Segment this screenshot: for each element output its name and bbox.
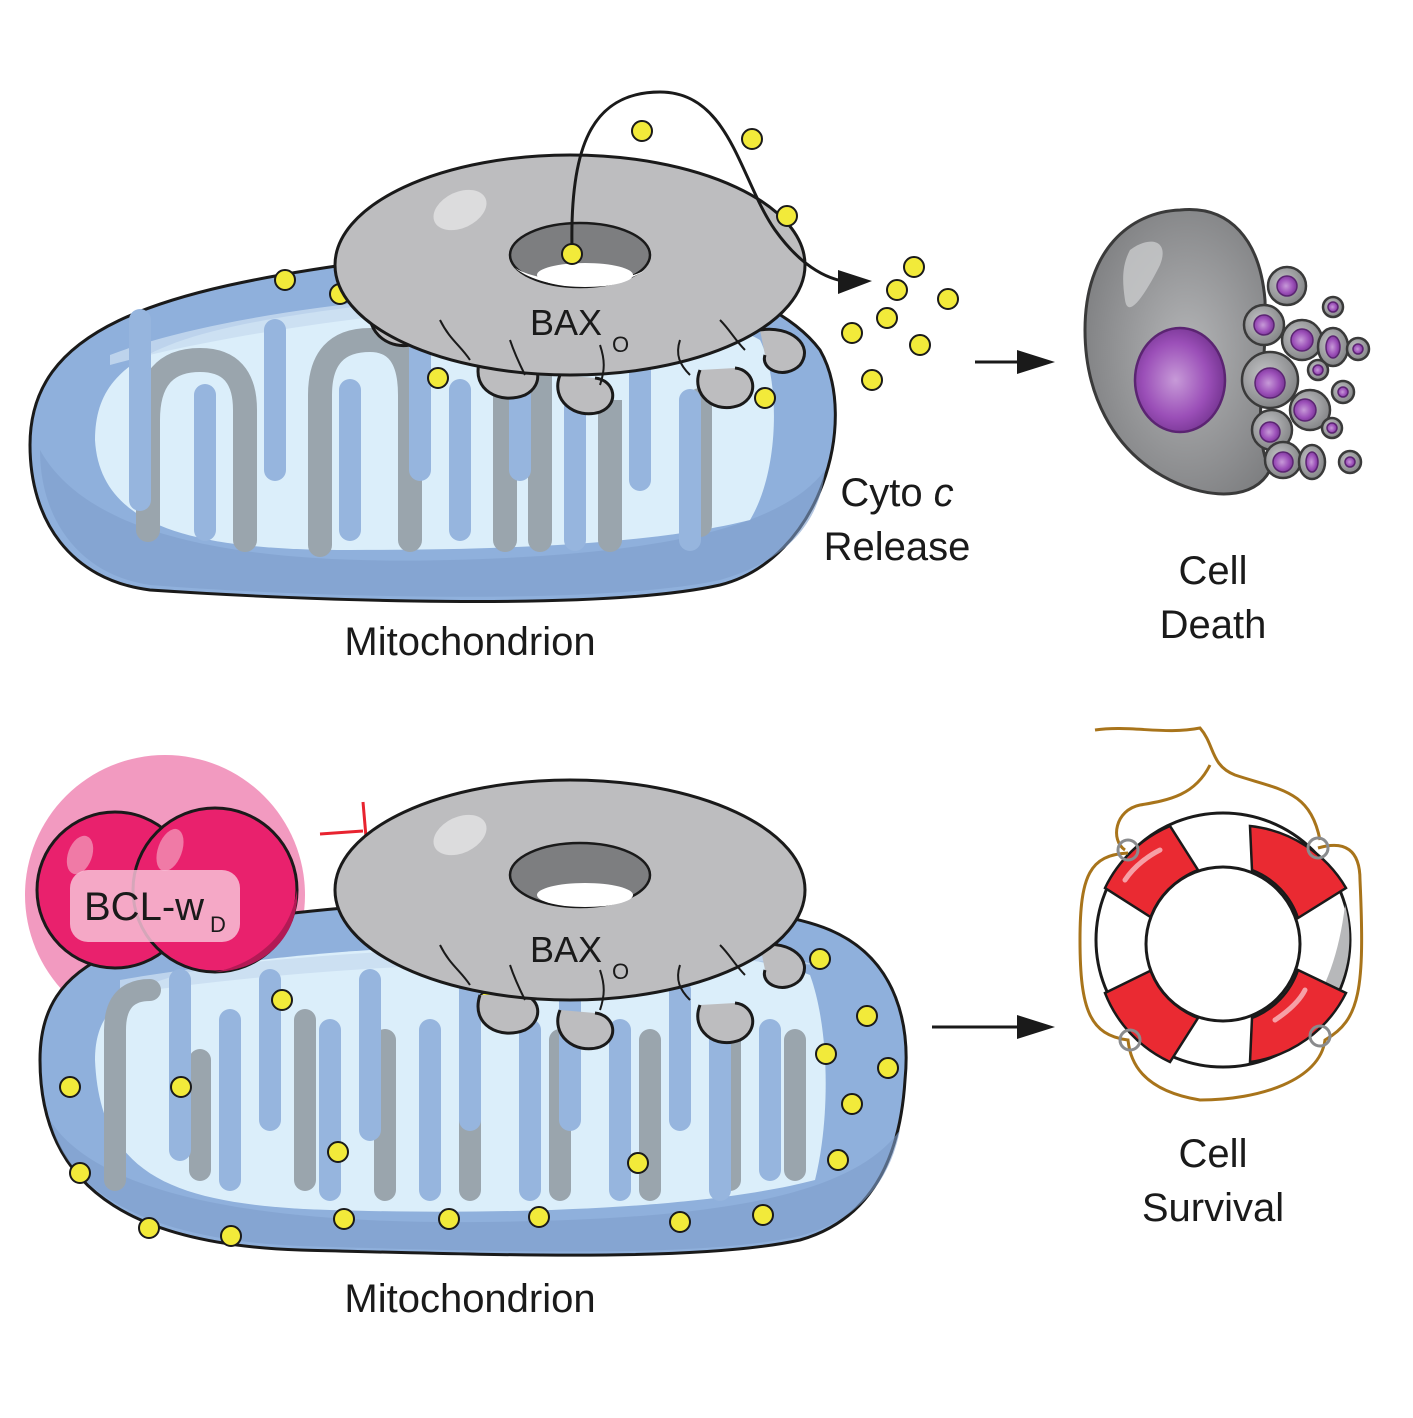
cell-death-label-line2: Death bbox=[1160, 603, 1267, 647]
arrow-to-cell-death bbox=[975, 350, 1055, 374]
bax-subscript-bottom: O bbox=[612, 959, 629, 984]
released-cyto-c-particles bbox=[631, 120, 959, 391]
bax-oligomer-bottom: BAX O bbox=[333, 778, 807, 1051]
bax-label-bottom: BAX bbox=[530, 929, 602, 970]
lifebuoy-icon bbox=[1078, 726, 1364, 1102]
bax-subscript-top: O bbox=[612, 332, 629, 357]
apoptotic-cell-icon bbox=[1083, 208, 1371, 496]
cyto-c-release-path bbox=[561, 90, 872, 294]
apoptotic-blebs bbox=[1240, 265, 1371, 481]
cristae-bottom bbox=[104, 969, 806, 1201]
top-panel: BAX O bbox=[28, 90, 1371, 664]
bax-oligomer-top: BAX O bbox=[333, 153, 807, 416]
bax-label-top: BAX bbox=[530, 302, 602, 343]
bottom-panel: BCL-w D bbox=[25, 726, 1364, 1321]
cyto-c-release-label-line2: Release bbox=[824, 525, 971, 569]
cell-survival-label-line1: Cell bbox=[1179, 1132, 1248, 1176]
mitochondrion-label-top: Mitochondrion bbox=[344, 620, 595, 664]
cyto-c-release-label-line1: Cyto c bbox=[840, 471, 953, 515]
bcl-w-label: BCL-w bbox=[84, 885, 204, 929]
bcl-w-subscript: D bbox=[210, 912, 226, 937]
cell-death-label-line1: Cell bbox=[1179, 549, 1248, 593]
cell-survival-label-line2: Survival bbox=[1142, 1186, 1284, 1230]
cyto-c-particles-top-mito bbox=[274, 269, 776, 409]
mitochondrion-label-bottom: Mitochondrion bbox=[344, 1277, 595, 1321]
bcl-w-dimer: BCL-w D bbox=[35, 806, 299, 974]
arrow-to-cell-survival bbox=[932, 1015, 1055, 1039]
